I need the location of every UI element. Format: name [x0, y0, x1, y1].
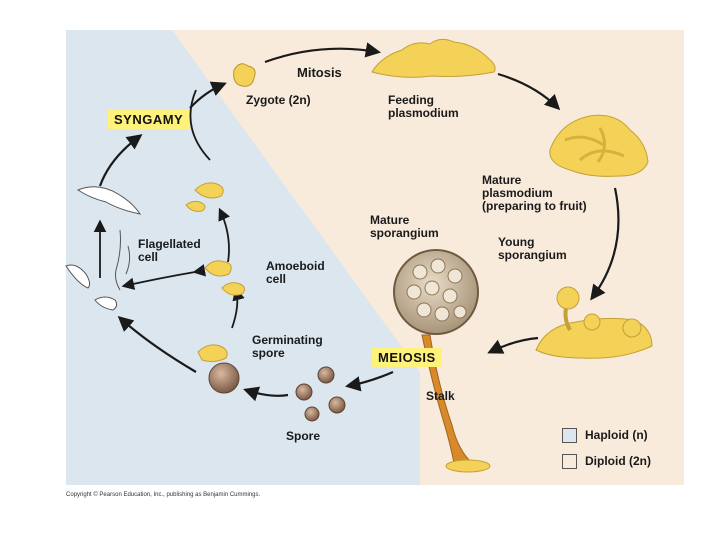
flagellated-cells [65, 186, 142, 311]
label-stalk: Stalk [426, 389, 455, 403]
amoeboid-cell [185, 200, 206, 212]
label-feeding-plasmodium: Feeding plasmodium [388, 93, 459, 120]
label-zygote: Zygote (2n) [246, 93, 311, 107]
arrow-syngamy-to-zygote [189, 81, 227, 109]
spore-cluster [295, 366, 346, 422]
arrow-amoeboid-flagellated-exchange [121, 264, 206, 290]
young-sporangium-bud [622, 318, 642, 338]
legend-haploid-label: Haploid (n) [585, 428, 648, 442]
young-sporangium-bud [583, 313, 601, 331]
legend-diploid-label: Diploid (2n) [585, 454, 651, 468]
arrow-flagellated-to-syngamy [98, 134, 143, 187]
arrow-zygote-loop [189, 89, 211, 161]
label-mature-sporangium: Mature sporangium [370, 213, 439, 240]
arrow-plasmodium-to-mature [497, 72, 561, 111]
amoeboid-cell [204, 260, 232, 277]
legend-haploid: Haploid (n) [562, 428, 648, 443]
plasmodium-veins [564, 127, 625, 163]
arrow-mature-to-young-sporangium [590, 187, 620, 301]
label-young-sporangium: Young sporangium [498, 235, 567, 262]
label-mitosis: Mitosis [297, 65, 342, 80]
young-sporangium-stalk [563, 307, 572, 332]
haploid-swatch [562, 428, 577, 443]
sporangium-base [445, 459, 491, 473]
arrow-germinating-to-flagellated [117, 315, 197, 373]
zygote-cell [233, 63, 256, 87]
label-germinating-spore: Germinating spore [252, 333, 323, 360]
mature-plasmodium-network [549, 114, 649, 177]
stage-meiosis: MEIOSIS [372, 348, 442, 367]
sporangium-spores [406, 258, 467, 322]
amoeboid-cell [194, 182, 224, 199]
label-spore: Spore [286, 429, 321, 443]
stage-syngamy: SYNGAMY [108, 110, 190, 129]
germinating-amoeba [197, 344, 228, 363]
amoeboid-cell [221, 282, 246, 296]
label-amoeboid-cell: Amoeboid cell [266, 259, 325, 286]
label-flagellated-cell: Flagellated cell [138, 237, 201, 264]
label-mature-plasmodium: Mature plasmodium (preparing to fruit) [482, 173, 587, 213]
legend-diploid: Diploid (2n) [562, 454, 651, 469]
diploid-swatch [562, 454, 577, 469]
copyright-notice: Copyright © Pearson Education, Inc., pub… [66, 492, 261, 498]
arrow-young-to-mature-sporangium [487, 336, 539, 354]
arrow-spore-to-germinating [243, 386, 289, 402]
arrow-amoeboid-to-amoeboid [218, 207, 230, 263]
germinating-spore-cell [208, 362, 240, 394]
arrow-zygote-to-plasmodium [264, 42, 382, 64]
arrow-sporangium-to-spore [344, 370, 394, 392]
young-sporangium-head [556, 286, 580, 310]
feeding-plasmodium-blob [371, 38, 496, 78]
